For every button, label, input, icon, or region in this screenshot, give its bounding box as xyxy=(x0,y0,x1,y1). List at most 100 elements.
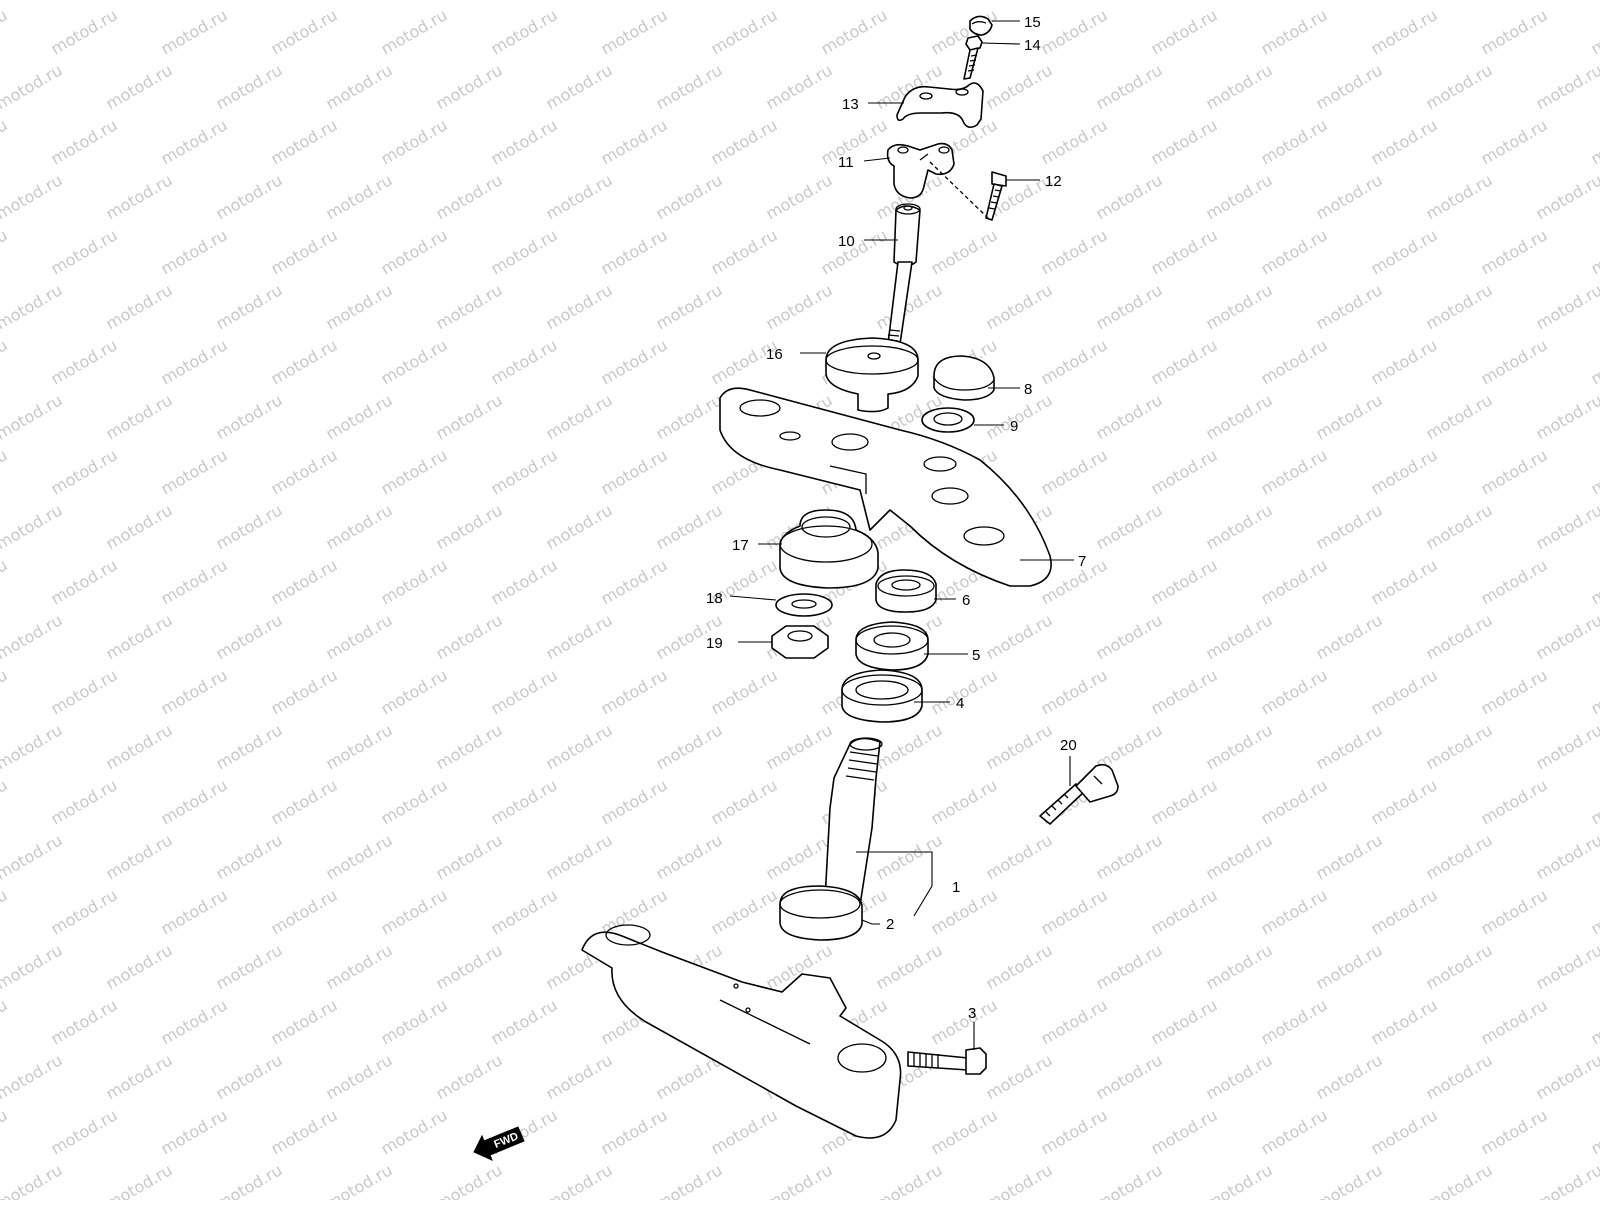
watermark-text: motod.ru xyxy=(48,335,121,388)
callout-16: 16 xyxy=(766,346,783,363)
watermark-text: motod.ru xyxy=(1478,665,1551,718)
callout-2: 2 xyxy=(886,916,894,933)
part-9-washer[interactable] xyxy=(922,408,974,432)
watermark-text: motod.ru xyxy=(1588,995,1600,1048)
watermark-text: motod.ru xyxy=(598,445,671,498)
part-10-riser[interactable] xyxy=(886,204,920,346)
watermark-text: motod.ru xyxy=(323,830,396,883)
part-11-handlebar-holder[interactable] xyxy=(888,144,954,198)
watermark-text: motod.ru xyxy=(488,445,561,498)
watermark-text: motod.ru xyxy=(1203,170,1276,223)
watermark-text: motod.ru xyxy=(48,555,121,608)
watermark-text: motod.ru xyxy=(433,830,506,883)
watermark-text: motod.ru xyxy=(0,1105,11,1158)
watermark-text: motod.ru xyxy=(323,720,396,773)
watermark-text: motod.ru xyxy=(1313,170,1386,223)
watermark-text: motod.ru xyxy=(268,555,341,608)
watermark-text: motod.ru xyxy=(0,830,66,883)
watermark-text: motod.ru xyxy=(763,170,836,223)
watermark-text: motod.ru xyxy=(433,1160,506,1200)
watermark-text: motod.ru xyxy=(1148,665,1221,718)
part-20-key[interactable] xyxy=(1040,765,1118,824)
watermark-text: motod.ru xyxy=(1258,665,1331,718)
watermark-text: motod.ru xyxy=(653,500,726,553)
watermark-text: motod.ru xyxy=(1423,500,1496,553)
watermark-text: motod.ru xyxy=(0,445,11,498)
part-15-cap[interactable] xyxy=(970,16,992,35)
watermark-text: motod.ru xyxy=(1203,0,1276,3)
watermark-text: motod.ru xyxy=(928,1105,1001,1158)
watermark-text: motod.ru xyxy=(653,280,726,333)
watermark-text: motod.ru xyxy=(48,445,121,498)
callout-11: 11 xyxy=(838,154,854,171)
watermark-text: motod.ru xyxy=(708,5,781,58)
watermark-text: motod.ru xyxy=(543,1050,616,1103)
watermark-text: motod.ru xyxy=(268,225,341,278)
part-8-cap-nut[interactable] xyxy=(934,356,994,400)
watermark-text: motod.ru xyxy=(1368,665,1441,718)
watermark-text: motod.ru xyxy=(928,775,1001,828)
part-14-screw[interactable] xyxy=(964,36,982,79)
watermark-text: motod.ru xyxy=(1093,280,1166,333)
watermark-text: motod.ru xyxy=(378,665,451,718)
part-6-steering-nut[interactable] xyxy=(876,570,936,612)
watermark-text: motod.ru xyxy=(213,1160,286,1200)
watermark-text: motod.ru xyxy=(1368,335,1441,388)
watermark-text: motod.ru xyxy=(1478,995,1551,1048)
watermark-text: motod.ru xyxy=(873,280,946,333)
watermark-text: motod.ru xyxy=(1313,1050,1386,1103)
watermark-text: motod.ru xyxy=(323,280,396,333)
watermark-text: motod.ru xyxy=(653,390,726,443)
watermark-text: motod.ru xyxy=(598,335,671,388)
watermark-text: motod.ru xyxy=(818,5,891,58)
watermark-text: motod.ru xyxy=(213,720,286,773)
watermark-text: motod.ru xyxy=(378,995,451,1048)
watermark-text: motod.ru xyxy=(323,0,396,3)
watermark-text: motod.ru xyxy=(1093,390,1166,443)
part-16-rubber-mount[interactable] xyxy=(826,338,918,412)
watermark-text: motod.ru xyxy=(0,555,11,608)
watermark-text: motod.ru xyxy=(1533,390,1600,443)
watermark-text: motod.ru xyxy=(1313,720,1386,773)
watermark-text: motod.ru xyxy=(1533,1050,1600,1103)
watermark-text: motod.ru xyxy=(213,830,286,883)
watermark-text: motod.ru xyxy=(323,1160,396,1200)
watermark-text: motod.ru xyxy=(1478,555,1551,608)
part-18-washer[interactable] xyxy=(776,594,832,616)
watermark-text: motod.ru xyxy=(1313,280,1386,333)
watermark-text: motod.ru xyxy=(983,60,1056,113)
watermark-text: motod.ru xyxy=(1148,225,1221,278)
watermark-text: motod.ru xyxy=(488,665,561,718)
watermark-text: motod.ru xyxy=(1038,5,1111,58)
watermark-text: motod.ru xyxy=(268,995,341,1048)
part-4-bearing[interactable] xyxy=(842,670,922,722)
watermark-text: motod.ru xyxy=(1258,885,1331,938)
watermark-text: motod.ru xyxy=(1148,1105,1221,1158)
watermark-text: motod.ru xyxy=(323,60,396,113)
watermark-text: motod.ru xyxy=(1533,1160,1600,1200)
part-19-hex-nut[interactable] xyxy=(772,626,828,658)
watermark-text: motod.ru xyxy=(378,115,451,168)
watermark-text: motod.ru xyxy=(158,885,231,938)
watermark-text: motod.ru xyxy=(1423,940,1496,993)
watermark-text: motod.ru xyxy=(818,115,891,168)
callout-18: 18 xyxy=(706,590,723,607)
watermark-text: motod.ru xyxy=(268,665,341,718)
watermark-text: motod.ru xyxy=(1093,830,1166,883)
watermark-text: motod.ru xyxy=(1148,885,1221,938)
watermark-text: motod.ru xyxy=(1588,665,1600,718)
part-5-dust-seal[interactable] xyxy=(856,622,928,670)
watermark-text: motod.ru xyxy=(0,5,11,58)
watermark-text: motod.ru xyxy=(708,885,781,938)
watermark-text: motod.ru xyxy=(708,115,781,168)
watermark-text: motod.ru xyxy=(983,1050,1056,1103)
watermark-text: motod.ru xyxy=(378,335,451,388)
watermark-text: motod.ru xyxy=(323,610,396,663)
watermark-text: motod.ru xyxy=(433,280,506,333)
watermark-text: motod.ru xyxy=(1533,280,1600,333)
watermark-text: motod.ru xyxy=(488,225,561,278)
watermark-text: motod.ru xyxy=(983,0,1056,3)
watermark-text: motod.ru xyxy=(1093,1050,1166,1103)
part-2-collar[interactable] xyxy=(780,886,862,940)
watermark-text: motod.ru xyxy=(1038,445,1111,498)
